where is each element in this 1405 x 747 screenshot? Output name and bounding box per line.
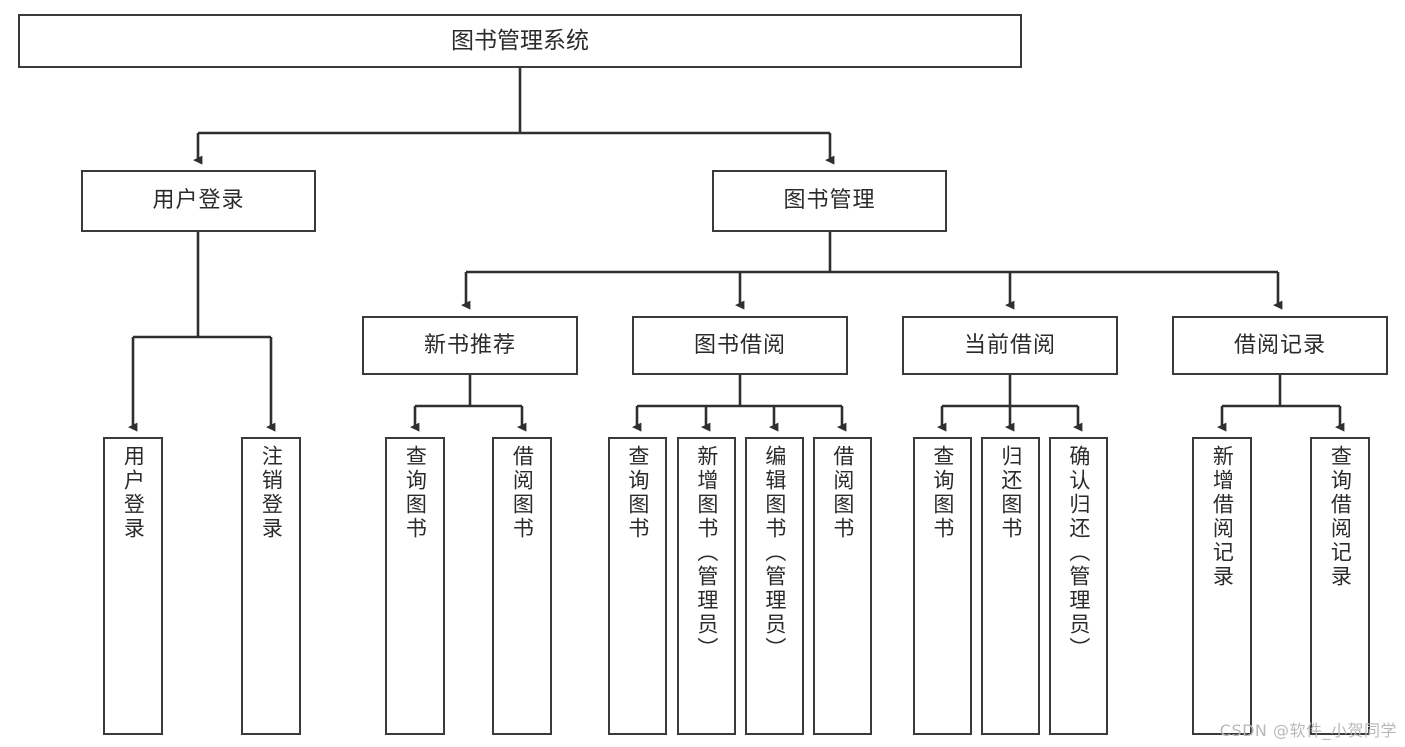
node-borrow-record[interactable]: 借阅记录 <box>1172 316 1388 375</box>
leaf-label: 注销登录 <box>259 445 284 541</box>
leaf-label: 新增图书（管理员） <box>694 445 719 661</box>
leaf-borrow-book-1[interactable]: 借阅图书 <box>492 437 552 735</box>
leaf-query-book-1[interactable]: 查询图书 <box>385 437 445 735</box>
leaf-label: 查询图书 <box>403 445 428 541</box>
leaf-edit-book[interactable]: 编辑图书（管理员） <box>745 437 804 735</box>
node-book-manage[interactable]: 图书管理 <box>712 170 947 232</box>
node-new-book-recommend[interactable]: 新书推荐 <box>362 316 578 375</box>
leaf-label: 用户登录 <box>121 445 146 541</box>
node-user-login[interactable]: 用户登录 <box>81 170 316 232</box>
leaf-label: 借阅图书 <box>830 445 855 541</box>
leaf-label: 归还图书 <box>998 445 1023 541</box>
node-root-system[interactable]: 图书管理系统 <box>18 14 1022 68</box>
leaf-confirm-return[interactable]: 确认归还（管理员） <box>1049 437 1108 735</box>
node-current-borrow[interactable]: 当前借阅 <box>902 316 1118 375</box>
leaf-query-book-2[interactable]: 查询图书 <box>608 437 667 735</box>
node-book-borrow[interactable]: 图书借阅 <box>632 316 848 375</box>
leaf-label: 查询图书 <box>625 445 650 541</box>
leaf-label: 编辑图书（管理员） <box>762 445 787 661</box>
leaf-label: 查询图书 <box>930 445 955 541</box>
leaf-logout-login[interactable]: 注销登录 <box>241 437 301 735</box>
leaf-query-book-3[interactable]: 查询图书 <box>913 437 972 735</box>
leaf-label: 查询借阅记录 <box>1328 445 1353 589</box>
leaf-label: 新增借阅记录 <box>1210 445 1235 589</box>
leaf-borrow-book-2[interactable]: 借阅图书 <box>813 437 872 735</box>
leaf-label: 借阅图书 <box>510 445 535 541</box>
leaf-query-record[interactable]: 查询借阅记录 <box>1310 437 1370 735</box>
watermark-text: CSDN @软件_小贺同学 <box>1219 721 1397 740</box>
leaf-user-login[interactable]: 用户登录 <box>103 437 163 735</box>
leaf-add-book[interactable]: 新增图书（管理员） <box>677 437 736 735</box>
leaf-return-book[interactable]: 归还图书 <box>981 437 1040 735</box>
leaf-add-record[interactable]: 新增借阅记录 <box>1192 437 1252 735</box>
leaf-label: 确认归还（管理员） <box>1066 445 1091 661</box>
